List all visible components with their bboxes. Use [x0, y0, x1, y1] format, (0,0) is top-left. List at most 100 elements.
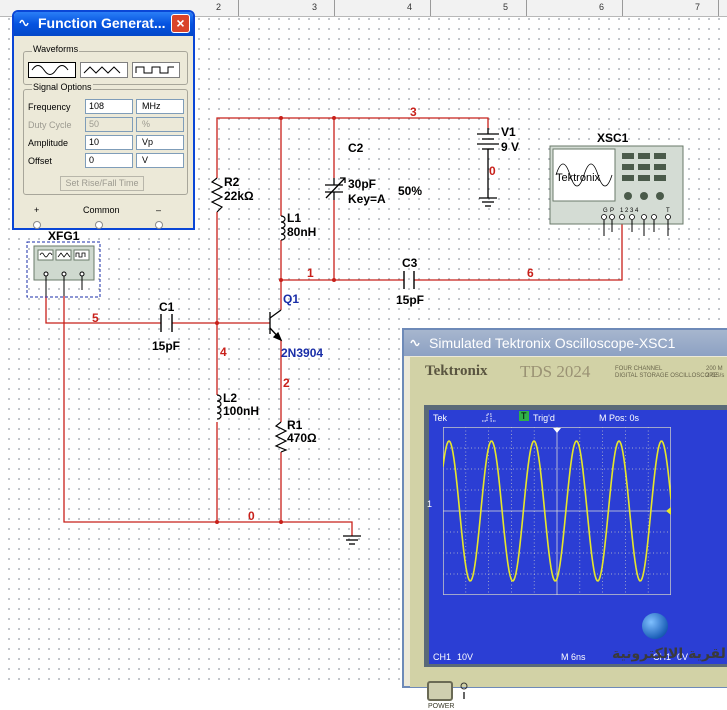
frequency-field[interactable]: 108: [85, 99, 133, 114]
v1-name: V1: [501, 125, 516, 139]
ruler-number: 3: [312, 2, 318, 12]
ruler-number: 5: [503, 2, 509, 12]
xsc1-pin-numbers: 1 2 3 4: [620, 208, 639, 214]
screen-tek-label: Tek: [433, 413, 448, 423]
ruler-number: 2: [216, 2, 222, 12]
power-switch-icon: [460, 682, 468, 699]
square-wave-icon: [135, 66, 174, 74]
minus-terminal[interactable]: [155, 221, 163, 229]
function-generator-body: Waveforms Signal Options Frequency 108 M…: [14, 36, 193, 229]
circuit-wires: [45, 117, 623, 536]
xsc1-screen-text: Tektronix: [556, 172, 601, 184]
oscilloscope-model: TDS 2024: [520, 362, 591, 381]
square-wave-button[interactable]: [132, 62, 180, 78]
c1-name: C1: [159, 300, 175, 314]
xsc1-pin-p: P: [610, 208, 614, 214]
r2-name: R2: [224, 175, 240, 189]
plus-terminal[interactable]: [33, 221, 41, 229]
xfg1-instrument-icon[interactable]: [33, 245, 95, 296]
oscilloscope-title: Simulated Tektronix Oscilloscope-XSC1: [429, 335, 676, 351]
q1-transistor-symbol[interactable]: [269, 309, 283, 342]
r1-resistor-symbol[interactable]: [274, 421, 288, 453]
sine-wave-button[interactable]: [28, 62, 76, 78]
xsc1-label: XSC1: [597, 131, 629, 145]
v1-ground-icon: [479, 197, 497, 207]
r1-name: R1: [287, 418, 303, 432]
node-label-0: 0: [248, 509, 255, 523]
duty-cycle-label: Duty Cycle: [28, 120, 72, 130]
trigger-status-icon: T: [519, 411, 529, 421]
c2-variable-capacitor-symbol[interactable]: [325, 177, 346, 200]
c3-name: C3: [402, 256, 418, 270]
ch1-waveform-trace: [443, 439, 671, 582]
oscilloscope-window[interactable]: Simulated Tektronix Oscilloscope-XSC1 Te…: [402, 328, 727, 710]
ruler-number: 7: [695, 2, 701, 12]
trigger-source-label: CH1: [653, 652, 672, 662]
oscilloscope-model-subtitle: FOUR CHANNEL: [615, 366, 663, 372]
node-label-1: 1: [307, 266, 314, 280]
power-label: POWER: [428, 703, 455, 710]
common-terminal[interactable]: [95, 221, 103, 229]
trigger-level-readout: 0V: [677, 652, 689, 662]
plus-terminal-label: +: [34, 205, 40, 215]
c2-value: 30pF: [348, 177, 376, 191]
duty-cycle-unit: %: [136, 117, 184, 132]
function-generator-title: Function Generat...: [38, 15, 166, 31]
function-generator-window[interactable]: Function Generat... × Waveforms Signal O…: [12, 10, 195, 230]
offset-label: Offset: [28, 156, 52, 166]
oscilloscope-graticule: [443, 427, 671, 595]
c1-value: 15pF: [152, 339, 180, 353]
node-label-6: 6: [527, 266, 534, 280]
amplitude-field[interactable]: 10: [85, 135, 133, 150]
instrument-icon: [410, 339, 420, 347]
l1-inductor-symbol[interactable]: [280, 215, 286, 241]
c2-name: C2: [348, 141, 364, 155]
node-label-2: 2: [283, 376, 290, 390]
r2-resistor-symbol[interactable]: [210, 177, 224, 213]
c2-key: Key=A: [348, 192, 386, 206]
ruler-number: 4: [407, 2, 413, 12]
power-button[interactable]: [427, 681, 453, 701]
waveforms-group: Waveforms: [23, 44, 188, 85]
offset-unit-select[interactable]: V: [136, 153, 184, 168]
node-label-0-v1: 0: [489, 164, 496, 178]
signal-options-group: Signal Options: [23, 82, 188, 195]
xsc1-instrument-icon[interactable]: [549, 145, 684, 236]
circuit-schematic: XFG1 XSC1 Tektronix G P 1 2 3 4 T R2 22k…: [26, 105, 684, 545]
oscilloscope-brand: Tektronix: [425, 363, 488, 379]
c3-value: 15pF: [396, 293, 424, 307]
amplitude-label: Amplitude: [28, 138, 69, 148]
triangle-wave-button[interactable]: [80, 62, 128, 78]
l1-value: 80nH: [287, 225, 316, 239]
ch1-volts-per-div: 10V: [457, 652, 474, 662]
c3-capacitor-symbol[interactable]: [403, 271, 415, 289]
amplitude-unit-select[interactable]: Vp: [136, 135, 184, 150]
frequency-unit-select[interactable]: MHz: [136, 99, 184, 114]
oscilloscope-sample-rate: 2 GS/s: [706, 373, 725, 379]
duty-cycle-field[interactable]: 50: [85, 117, 133, 132]
v1-value: 9 V: [501, 140, 519, 154]
oscilloscope-bandwidth: 200 M: [706, 366, 723, 372]
oscilloscope-model-subtitle-2: DIGITAL STORAGE OSCILLOSCOPE: [615, 373, 718, 379]
horizontal-position-readout: M Pos: 0s: [599, 413, 640, 423]
timebase-readout: M 6ns: [561, 652, 586, 662]
xfg1-selection-box: [26, 241, 101, 298]
watermark-text: القرية الالكترونية: [612, 646, 727, 662]
waveforms-label: Waveforms: [32, 44, 80, 54]
oscilloscope-titlebar[interactable]: Simulated Tektronix Oscilloscope-XSC1: [404, 330, 727, 356]
q1-name: Q1: [283, 292, 299, 306]
instrument-icon: [19, 19, 29, 27]
watermark-globe-icon: [642, 613, 668, 639]
c1-capacitor-symbol[interactable]: [160, 314, 173, 332]
ch1-ground-marker: 1: [427, 499, 433, 509]
l2-inductor-symbol[interactable]: [216, 394, 222, 420]
function-generator-titlebar[interactable]: Function Generat... ×: [14, 12, 193, 36]
v1-battery-symbol[interactable]: [477, 128, 499, 198]
r2-value: 22kΩ: [224, 189, 254, 203]
offset-field[interactable]: 0: [85, 153, 133, 168]
close-icon[interactable]: ×: [171, 14, 190, 33]
l1-name: L1: [287, 211, 301, 225]
ruler-number: 6: [599, 2, 605, 12]
xfg1-label: XFG1: [48, 229, 80, 243]
set-rise-fall-time-button[interactable]: Set Rise/Fall Time: [60, 176, 144, 191]
